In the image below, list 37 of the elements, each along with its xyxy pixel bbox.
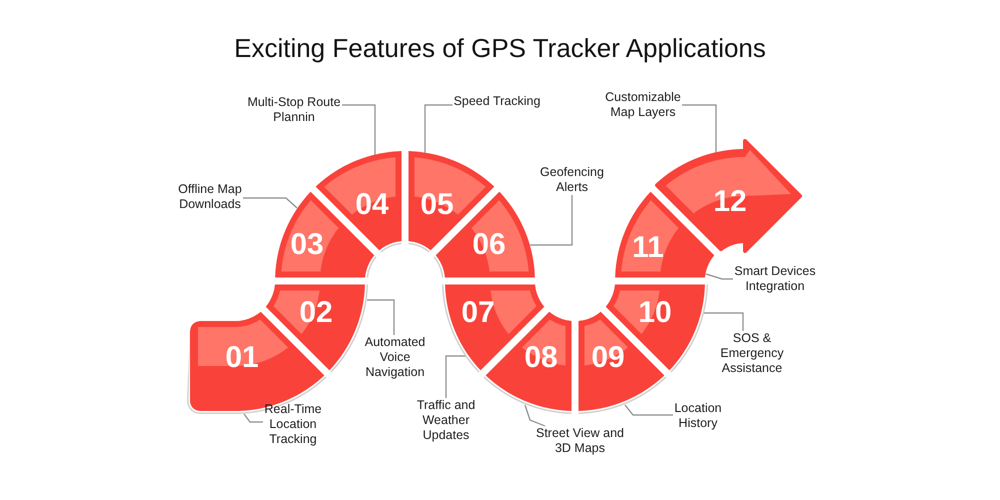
- feature-label: SOS & Emergency Assistance: [719, 331, 785, 376]
- feature-label: Street View and 3D Maps: [534, 426, 626, 456]
- leader-line: [706, 273, 733, 280]
- leader-line: [524, 404, 546, 427]
- leader-line: [342, 104, 376, 155]
- feature-label: Speed Tracking: [452, 94, 542, 109]
- step-number: 10: [638, 298, 672, 328]
- leader-line: [624, 404, 673, 416]
- step-number: 07: [461, 298, 495, 328]
- curved-segment: [615, 191, 715, 278]
- leader-line: [367, 299, 395, 335]
- step-number: 02: [299, 298, 333, 328]
- step-number: 06: [472, 230, 506, 260]
- step-number: 05: [420, 190, 454, 220]
- leader-line: [445, 355, 466, 398]
- step-number: 08: [524, 343, 558, 373]
- leader-line: [243, 197, 298, 208]
- feature-label: Geofencing Alerts: [539, 165, 605, 195]
- feature-label: Traffic and Weather Updates: [416, 398, 476, 443]
- step-number: 01: [225, 343, 259, 373]
- feature-label: Multi-Stop Route Plannin: [246, 95, 342, 125]
- leader-line: [682, 104, 717, 154]
- leader-line: [530, 195, 573, 246]
- feature-label: Customizable Map Layers: [604, 90, 682, 120]
- leader-line: [424, 104, 452, 153]
- feature-label: Automated Voice Navigation: [364, 335, 426, 380]
- feature-label: Smart Devices Integration: [733, 264, 817, 294]
- step-number: 09: [591, 343, 625, 373]
- feature-label: Location History: [673, 401, 723, 431]
- leader-line: [704, 312, 744, 331]
- step-number: 11: [632, 233, 664, 263]
- step-number: 12: [713, 187, 747, 217]
- step-number: 04: [355, 190, 389, 220]
- title: Exciting Features of GPS Tracker Applications: [234, 33, 766, 63]
- feature-label: Offline Map Downloads: [177, 182, 243, 212]
- feature-label: Real-Time Location Tracking: [263, 402, 323, 447]
- step-number: 03: [290, 230, 324, 260]
